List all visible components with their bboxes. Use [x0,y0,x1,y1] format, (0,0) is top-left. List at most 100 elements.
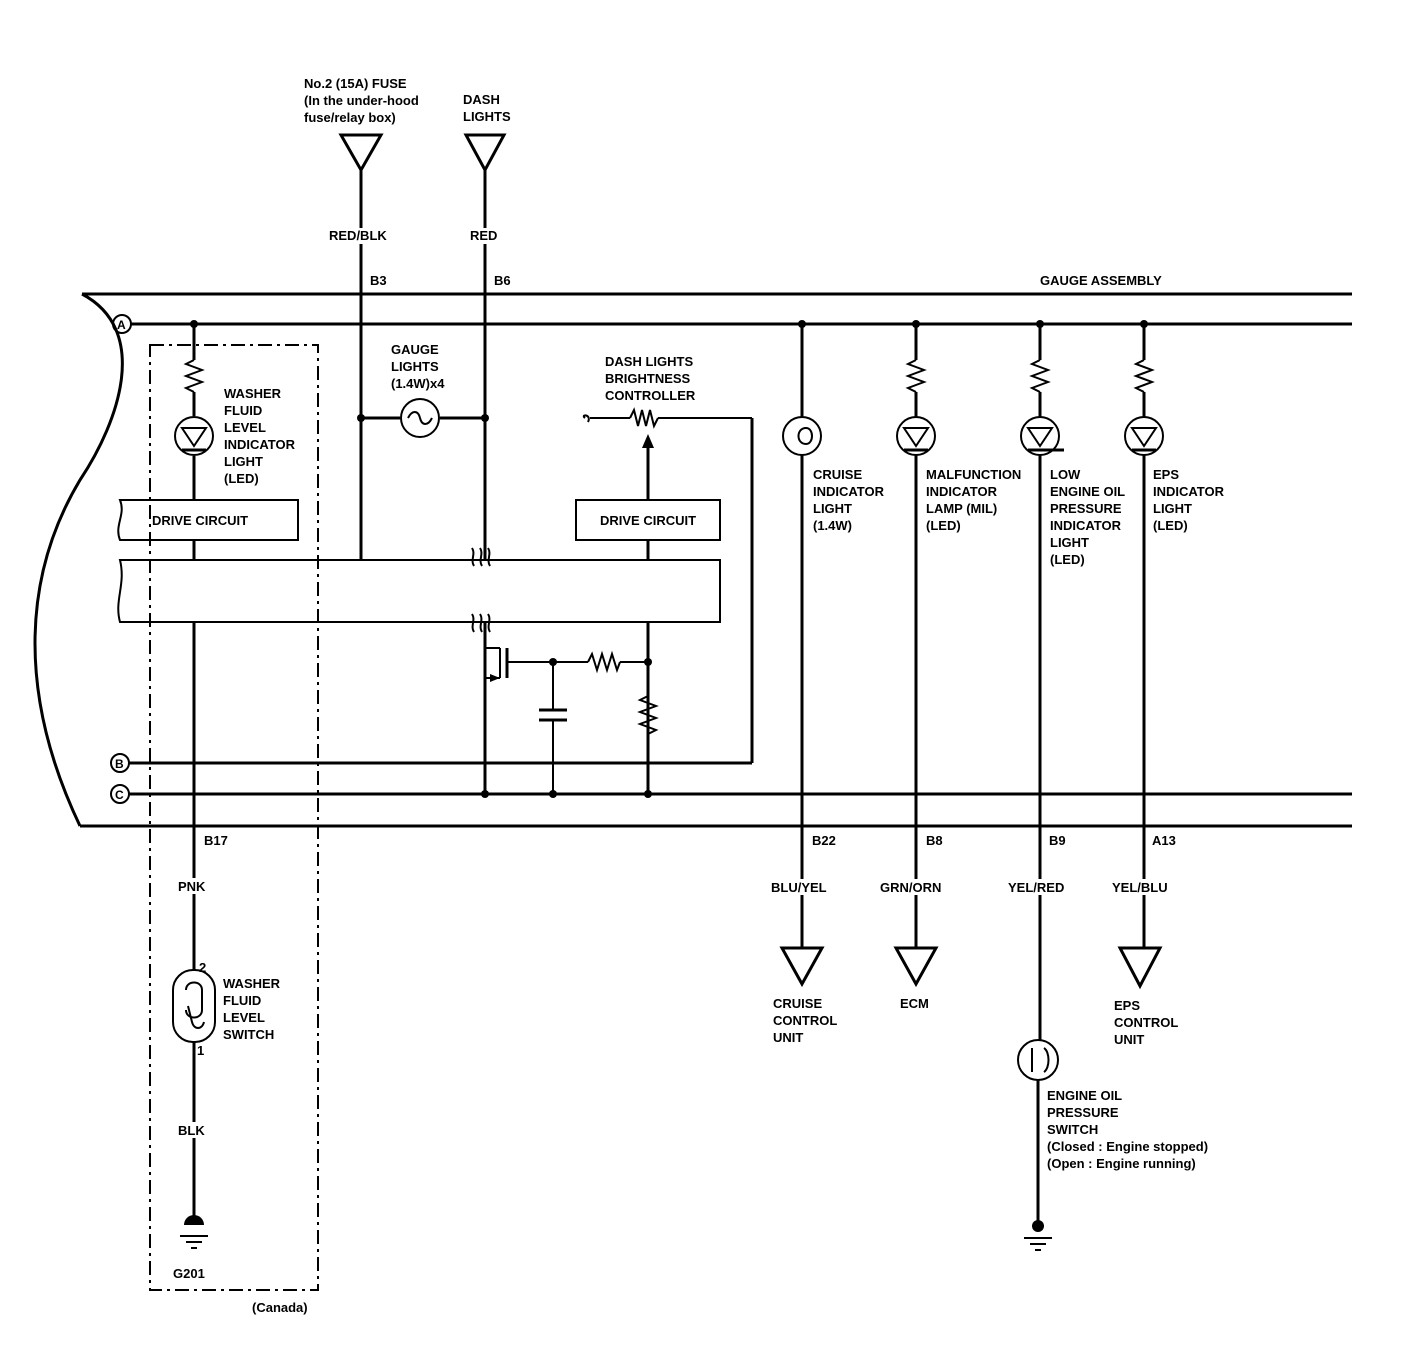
washer-light-label-6: (LED) [224,471,259,486]
oil-wire-color: YEL/RED [1008,880,1064,895]
fuse-label-2: (In the under-hood [304,93,419,108]
oil-switch-label-5: (Open : Engine running) [1047,1156,1196,1171]
mil-label-4: (LED) [926,518,961,533]
oil-switch-label-4: (Closed : Engine stopped) [1047,1139,1208,1154]
eps-label-2: INDICATOR [1153,484,1225,499]
ground-g201-label: G201 [173,1266,205,1281]
eps-dest-3: UNIT [1114,1032,1144,1047]
washer-switch-icon [172,969,216,1043]
washer-pin: B17 [204,833,228,848]
washer-switch-label-2: FLUID [223,993,261,1008]
mil-led-icon [896,324,936,948]
cruise-dest-3: UNIT [773,1030,803,1045]
washer-light-label-4: INDICATOR [224,437,296,452]
cruise-label-3: LIGHT [813,501,852,516]
drive-circuit-left-label: DRIVE CIRCUIT [152,513,248,528]
eps-label-4: (LED) [1153,518,1188,533]
oil-label-1: LOW [1050,467,1081,482]
eps-dest-triangle [1117,946,1163,990]
mil-label-3: LAMP (MIL) [926,501,997,516]
cruise-label-1: CRUISE [813,467,862,482]
resistor-vertical-icon [637,695,659,735]
washer-switch-label-3: LEVEL [223,1010,265,1025]
washer-switch-pin-top: 2 [199,960,206,975]
fuse-wire-color-text: RED/BLK [329,228,387,243]
gauge-lights-label-1: GAUGE [391,342,439,357]
controller-label-3: CONTROLLER [605,388,696,403]
canada-dashed-region [149,344,319,1291]
cruise-pin: B22 [812,833,836,848]
cruise-dest-triangle [779,946,825,988]
eps-wire-color: YEL/BLU [1112,880,1168,895]
washer-switch-pin-bottom: 1 [197,1043,204,1058]
oil-label-5: LIGHT [1050,535,1089,550]
capacitor-icon [539,662,567,794]
oil-led-icon [1020,324,1064,1040]
eps-pin: A13 [1152,833,1176,848]
gauge-assembly-title: GAUGE ASSEMBLY [1040,273,1162,288]
washer-ground-wire-color: BLK [178,1123,205,1138]
oil-label-4: INDICATOR [1050,518,1122,533]
oil-pin: B9 [1049,833,1066,848]
cruise-dest-1: CRUISE [773,996,822,1011]
drive-circuit-left-box [117,499,299,541]
gauge-lights-bulb-icon [400,398,440,438]
wire-break-marks [471,547,491,633]
eps-dest-2: CONTROL [1114,1015,1178,1030]
bus-b-label: B [115,757,124,771]
washer-wire-color: PNK [178,879,206,894]
gauge-lights-label-3: (1.4W)x4 [391,376,445,391]
fuse-label-3: fuse/relay box) [304,110,396,125]
dash-wire-color-text: RED [470,228,497,243]
washer-light-label-5: LIGHT [224,454,263,469]
washer-switch-label-1: WASHER [223,976,281,991]
transistor-icon [485,647,530,682]
controller-label-2: BRIGHTNESS [605,371,691,386]
oil-label-6: (LED) [1050,552,1085,567]
mil-label-2: INDICATOR [926,484,998,499]
bus-a [112,314,1352,334]
gauge-lights-label-2: LIGHTS [391,359,439,374]
washer-led-icon [174,416,214,456]
mil-pin: B8 [926,833,943,848]
bus-a-label: A [117,318,126,332]
dash-label-2: LIGHTS [463,109,511,124]
mil-label-1: MALFUNCTION [926,467,1021,482]
washer-light-label-3: LEVEL [224,420,266,435]
eps-led-icon [1124,324,1164,948]
oil-switch-label-2: PRESSURE [1047,1105,1119,1120]
controller-label-1: DASH LIGHTS [605,354,693,369]
washer-circuit-wire [183,324,205,1225]
washer-switch-label-4: SWITCH [223,1027,274,1042]
washer-light-label-1: WASHER [224,386,282,401]
dash-pin: B6 [494,273,511,288]
fuse-label-1: No.2 (15A) FUSE [304,76,407,91]
ground-g201-icon [180,1215,208,1249]
brightness-controller-icon [582,407,754,794]
internal-bar [117,559,721,623]
resistor-horizontal-icon [530,650,648,674]
cruise-label-2: INDICATOR [813,484,885,499]
oil-switch-label-3: SWITCH [1047,1122,1098,1137]
gauge-assembly-outline [33,292,1352,828]
mil-wire-color: GRN/ORN [880,880,941,895]
canada-label: (Canada) [252,1300,308,1315]
bus-c [110,784,1352,804]
ground-oil-icon [1024,1220,1052,1251]
eps-dest-1: EPS [1114,998,1140,1013]
oil-switch-label-1: ENGINE OIL [1047,1088,1122,1103]
drive-circuit-right-label: DRIVE CIRCUIT [600,513,696,528]
washer-light-label-2: FLUID [224,403,262,418]
fuse-pin: B3 [370,273,387,288]
cruise-indicator-bulb-icon [782,324,822,948]
cruise-label-4: (1.4W) [813,518,852,533]
mil-dest-triangle [893,946,939,988]
oil-label-2: ENGINE OIL [1050,484,1125,499]
cruise-wire-color: BLU/YEL [771,880,827,895]
oil-pressure-switch-icon [1017,1039,1059,1222]
oil-label-3: PRESSURE [1050,501,1122,516]
mil-dest-1: ECM [900,996,929,1011]
bus-c-label: C [115,788,124,802]
bus-b [110,753,752,773]
